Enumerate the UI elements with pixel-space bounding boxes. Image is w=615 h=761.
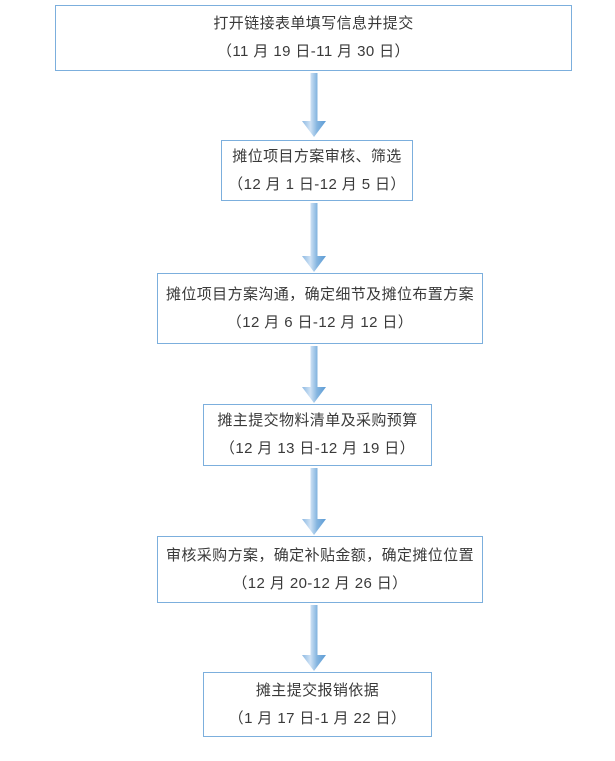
flow-arrow-step-3-to-step-4 — [301, 346, 327, 404]
flow-node-step-3[interactable]: 摊位项目方案沟通，确定细节及摊位布置方案 （12 月 6 日-12 月 12 日… — [157, 273, 483, 344]
flow-node-title: 摊主提交报销依据 — [255, 681, 380, 699]
flow-node-step-2[interactable]: 摊位项目方案审核、筛选 （12 月 1 日-12 月 5 日） — [221, 140, 413, 201]
flow-node-period: （12 月 20-12 月 26 日） — [232, 574, 408, 592]
flow-arrow-step-1-to-step-2 — [301, 73, 327, 138]
flow-node-step-5[interactable]: 审核采购方案，确定补贴金额，确定摊位位置 （12 月 20-12 月 26 日） — [157, 536, 483, 603]
flow-node-title: 摊位项目方案审核、筛选 — [232, 147, 402, 165]
flow-node-step-1[interactable]: 打开链接表单填写信息并提交 （11 月 19 日-11 月 30 日） — [55, 5, 572, 71]
flow-node-title: 打开链接表单填写信息并提交 — [213, 15, 414, 32]
flow-node-period: （11 月 19 日-11 月 30 日） — [217, 43, 410, 60]
flow-node-title: 摊位项目方案沟通，确定细节及摊位布置方案 — [165, 285, 474, 303]
flow-node-title: 摊主提交物料清单及采购预算 — [217, 412, 418, 429]
flow-node-period: （12 月 13 日-12 月 19 日） — [219, 440, 416, 457]
flow-node-period: （12 月 1 日-12 月 5 日） — [228, 175, 406, 193]
flow-arrow-step-4-to-step-5 — [301, 468, 327, 536]
flow-node-step-4[interactable]: 摊主提交物料清单及采购预算 （12 月 13 日-12 月 19 日） — [203, 404, 432, 466]
flow-arrow-step-2-to-step-3 — [301, 203, 327, 273]
flow-node-step-6[interactable]: 摊主提交报销依据 （1 月 17 日-1 月 22 日） — [203, 672, 432, 737]
flow-arrow-step-5-to-step-6 — [301, 605, 327, 672]
flow-node-title: 审核采购方案，确定补贴金额，确定摊位位置 — [165, 546, 474, 564]
flow-node-period: （1 月 17 日-1 月 22 日） — [228, 709, 407, 727]
flow-node-period: （12 月 6 日-12 月 12 日） — [226, 313, 414, 331]
